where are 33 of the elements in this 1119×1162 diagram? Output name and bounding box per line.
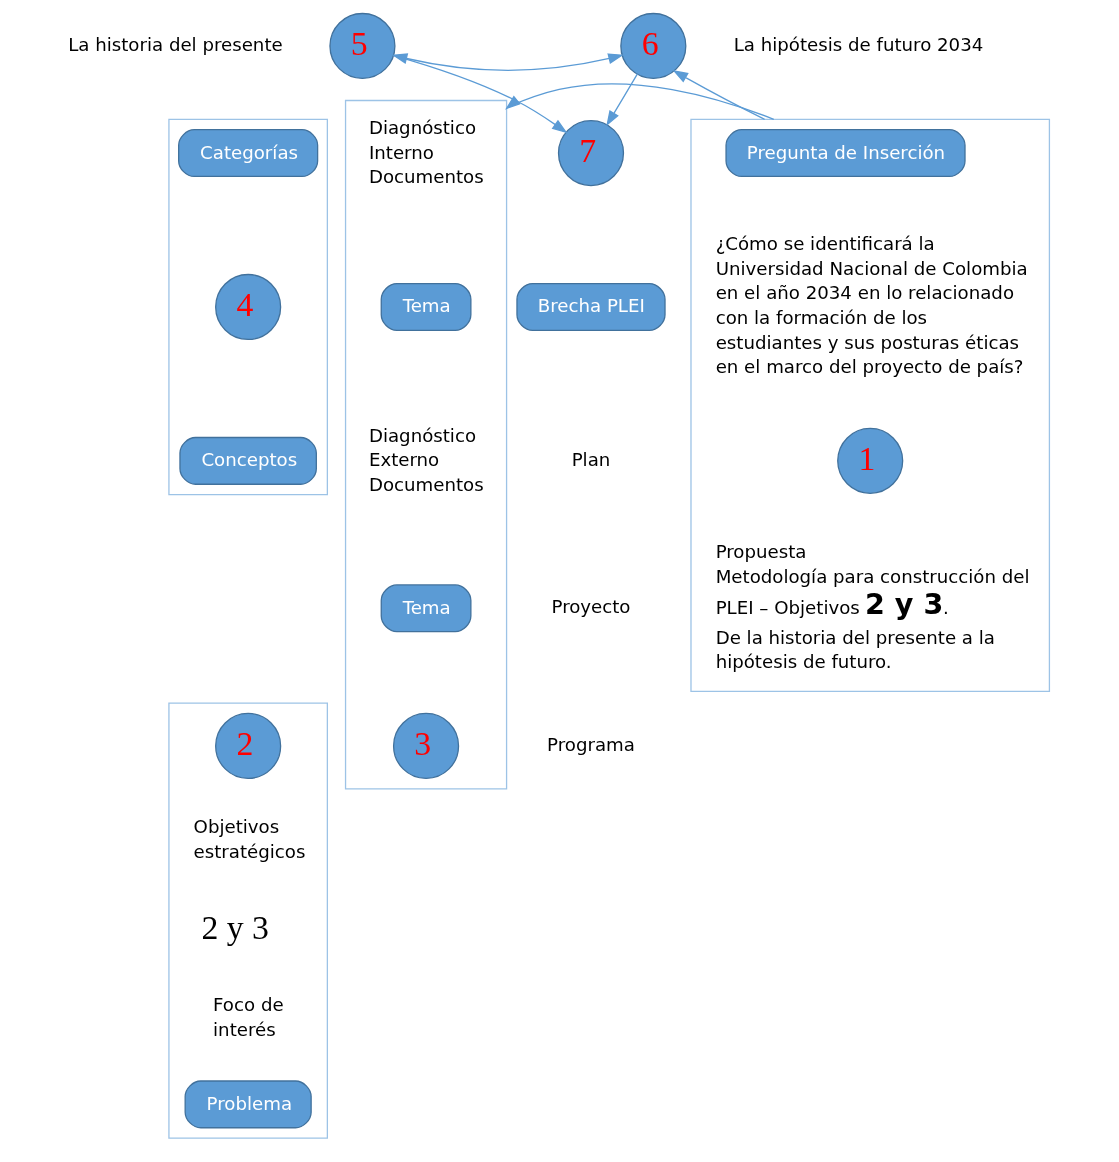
cluster	[690, 118, 1051, 693]
node-circle: 1	[837, 427, 904, 494]
node-circle: 3	[392, 712, 460, 780]
node-circle: 2	[215, 712, 282, 780]
node-box: Pregunta de Inserción	[725, 129, 966, 178]
label: Plan	[571, 448, 611, 470]
cluster	[344, 99, 508, 790]
node-circle: 6	[620, 12, 687, 80]
label: Proyecto	[551, 596, 631, 618]
node-circle: 4	[215, 273, 282, 341]
cluster	[168, 118, 328, 496]
node-text: ¿Cómo se identificará la Universidad Nacional de Colombia en el año 2034 en lo relacionado con la formación de los estudiantes y sus posturas éticas en el marco del proyecto de país?	[715, 233, 1028, 378]
node-label: La historia del presente	[68, 33, 283, 55]
node-text: Diagnóstico Interno Documentos	[368, 116, 484, 188]
node-box: Conceptos	[179, 436, 317, 485]
node-box: Problema	[184, 1080, 312, 1129]
node-label: La hipótesis de futuro 2034	[733, 33, 984, 55]
node-box: Tema	[380, 282, 472, 331]
node-text: Propuesta Metodología para construcción del PLEI – Objetivos 2 y 3. De la historia del presente a la hipótesis de futuro.	[715, 540, 1030, 673]
node-circle: 5	[329, 12, 396, 80]
node-text: 2 y 3	[201, 908, 269, 946]
node-text: Diagnóstico Externo Documentos	[368, 424, 484, 495]
node-box: Categorías	[178, 129, 319, 178]
cluster	[168, 702, 328, 1139]
node-text: Objetivos estratégicos	[193, 816, 306, 862]
node-box: Tema	[380, 584, 472, 633]
node-box: Brecha PLEI	[516, 282, 666, 331]
node-circle: 7	[557, 119, 625, 187]
arrow	[606, 73, 638, 127]
arrow	[505, 83, 775, 120]
arrow	[672, 70, 766, 120]
label: Programa	[547, 733, 635, 755]
node-text: Foco de interés	[213, 994, 284, 1040]
